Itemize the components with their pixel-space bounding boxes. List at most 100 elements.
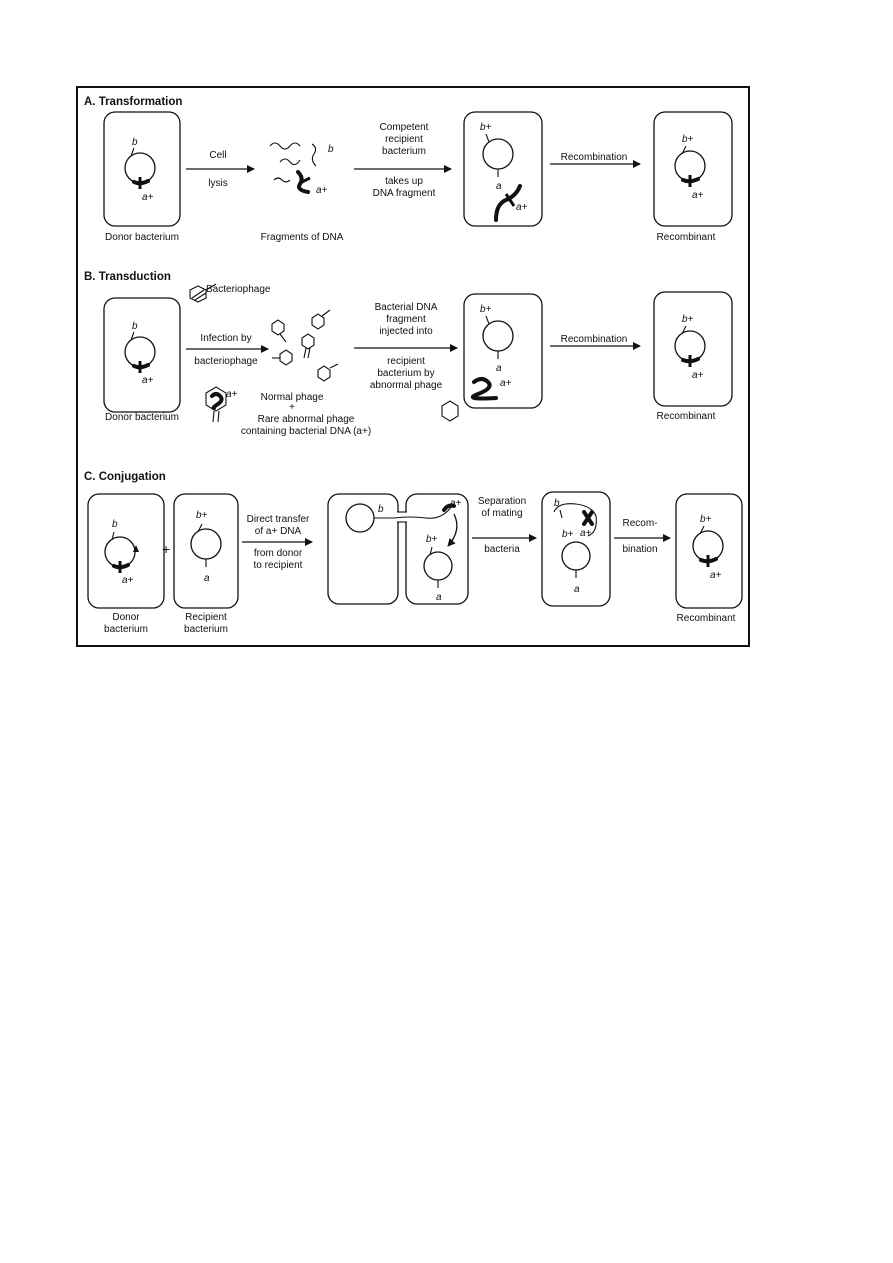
recipient-chromosome-c: [190, 528, 222, 560]
recipient-label-1: recipient: [387, 356, 425, 367]
gene-b-label-b: b: [132, 321, 138, 332]
injected-a-plus-label: a+: [500, 378, 512, 389]
separation-label-2: of mating: [481, 508, 522, 519]
fragment-a-plus-marker: [301, 176, 311, 184]
mating-donor-chromosome: [345, 503, 375, 533]
dna-fragment-1: [269, 142, 301, 150]
mating-donor-cell: [327, 493, 399, 605]
recombination-label-a: Recombination: [561, 152, 628, 163]
recom-label-1: Recom-: [622, 518, 657, 529]
recombinant-label-b: Recombinant: [657, 411, 716, 422]
recipient-a-label-b: a: [496, 363, 502, 374]
recombinant-b-plus-marker-c: [699, 525, 705, 535]
from-label-1: from donor: [254, 548, 303, 559]
normal-phage-group: [271, 309, 339, 382]
recipient-label-2: bacterium by: [377, 368, 434, 379]
section-title-transduction: B. Transduction: [84, 271, 171, 283]
separated-recipient-chromosome: [561, 541, 591, 571]
fragment-gene-a-plus-label: a+: [316, 185, 328, 196]
mating-recipient-b-plus-label: b+: [426, 534, 438, 545]
recombinant-a-plus-label-b: a+: [692, 370, 704, 381]
injected-fragment-b: [471, 377, 498, 401]
takes-label-2: DNA fragment: [373, 188, 436, 199]
from-label-2: to recipient: [254, 560, 303, 571]
donor-label-c-2: bacterium: [104, 624, 148, 635]
uptaken-a-plus-label: a+: [516, 202, 528, 213]
recombinant-b-plus-label-c: b+: [700, 514, 712, 525]
recombinant-b-plus-marker-b: [681, 325, 687, 335]
recipient-label-c-1: Recipient: [185, 612, 227, 623]
recipient-b-plus-marker-a: [485, 133, 490, 143]
mating-recipient-chromosome: [423, 551, 453, 581]
normal-phage-label: Normal phage: [261, 392, 324, 403]
mating-recipient-a-label: a: [436, 592, 442, 603]
direct-label-1: Direct transfer: [247, 514, 310, 525]
separated-a-plus-label: a+: [580, 528, 592, 539]
separated-b-plus-label: b+: [562, 529, 574, 540]
donor-cell-b: [103, 297, 181, 413]
separation-label-3: bacteria: [484, 544, 520, 555]
mating-donor-b-label: b: [378, 504, 384, 515]
competent-label-1: Competent: [380, 122, 429, 133]
recombinant-b-plus-label-a: b+: [682, 134, 694, 145]
dna-fragment-a-plus: [296, 170, 310, 194]
abnormal-phage-a-plus-label: a+: [226, 389, 238, 400]
separated-a-plus-segment: [582, 510, 594, 526]
direct-label-2: of a+ DNA: [255, 526, 302, 537]
bacteriophage-icon: [189, 283, 217, 303]
transferring-a-plus-segment: [442, 503, 456, 512]
competent-label-3: bacterium: [382, 146, 426, 157]
transfer-origin-arrowhead: [133, 545, 139, 552]
recombinant-b-plus-label-b: b+: [682, 314, 694, 325]
dna-fragment-4: [273, 177, 291, 183]
linear-donor-fragment: [553, 503, 597, 537]
recipient-a-label-a: a: [496, 181, 502, 192]
gene-a-plus-label-c: a+: [122, 575, 134, 586]
recipient-label-c-2: bacterium: [184, 624, 228, 635]
recombinant-a-plus-label-c: a+: [710, 570, 722, 581]
injected-label-1: Bacterial DNA: [375, 302, 438, 313]
dna-fragment-3: [311, 143, 317, 167]
donor-cell-a: [103, 111, 181, 227]
recipient-chromosome-b: [482, 320, 514, 352]
recombinant-cell-a: [653, 111, 733, 227]
gene-a-plus-label-a: a+: [142, 192, 154, 203]
recombination-label-b: Recombination: [561, 334, 628, 345]
rare-phage-label-2: containing bacterial DNA (a+): [241, 426, 371, 437]
recipient-b-plus-label-b: b+: [480, 304, 492, 315]
recipient-b-plus-label-c: b+: [196, 510, 208, 521]
attached-phage-icon: [441, 400, 459, 422]
separated-a-label: a: [574, 584, 580, 595]
figure-canvas: A. Transformation b a+ Donor bacterium C…: [76, 86, 750, 647]
separated-b-label: b: [554, 498, 560, 509]
section-title-transformation: A. Transformation: [84, 96, 182, 108]
section-title-conjugation: C. Conjugation: [84, 471, 166, 483]
mating-recipient-b-plus-marker: [429, 546, 433, 556]
recipient-cell-b: [463, 293, 543, 409]
takes-label-1: takes up: [385, 176, 423, 187]
lysis-label-1: Cell: [209, 150, 226, 161]
recombinant-a-plus-label-a: a+: [692, 190, 704, 201]
rare-phage-label-1: Rare abnormal phage: [258, 414, 355, 425]
bacterial-gene-transfer-figure: A. Transformation b a+ Donor bacterium C…: [76, 86, 750, 647]
recipient-chromosome-a: [482, 138, 514, 170]
recipient-b-plus-marker-c: [197, 523, 203, 533]
donor-label-b: Donor bacterium: [105, 412, 179, 423]
recipient-cell-c: [173, 493, 239, 609]
gene-b-marker-b: [130, 331, 135, 341]
gene-a-plus-label-b: a+: [142, 375, 154, 386]
recipient-b-plus-marker-b: [485, 315, 490, 325]
gene-b-label-c: b: [112, 519, 118, 530]
infection-label-2: bacteriophage: [194, 356, 258, 367]
abnormal-phage-icon: [205, 386, 227, 423]
lysis-label-2: lysis: [208, 178, 227, 189]
recombinant-cell-b: [653, 291, 733, 407]
injected-label-2: fragment: [386, 314, 426, 325]
mating-recipient-cell: [405, 493, 469, 605]
injected-label-3: injected into: [379, 326, 433, 337]
dna-fragment-2: [279, 158, 301, 166]
gene-b-marker-a: [130, 147, 135, 157]
integration-arrow: [447, 513, 458, 547]
separation-label-1: Separation: [478, 496, 526, 507]
recipient-b-plus-label-a: b+: [480, 122, 492, 133]
